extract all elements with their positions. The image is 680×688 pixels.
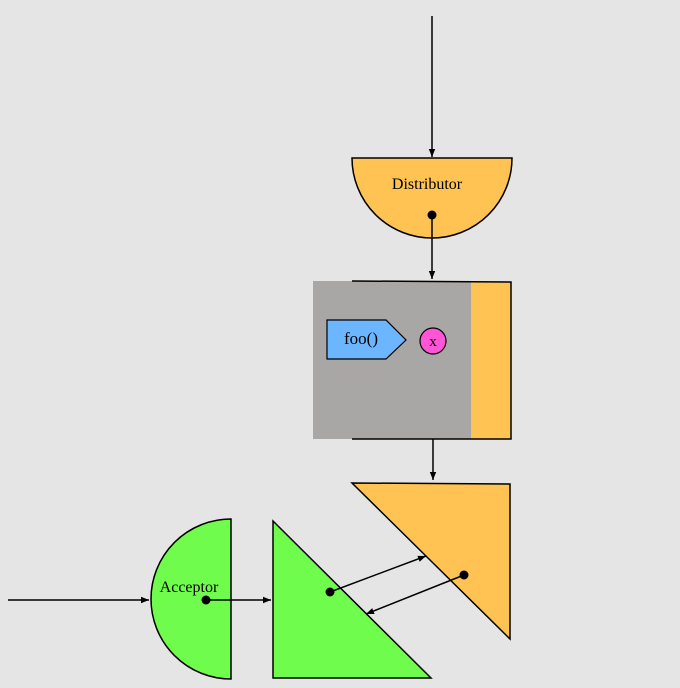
distributor-label: Distributor — [392, 176, 463, 193]
variable-node[interactable]: x — [419, 327, 447, 355]
variable-node-label: x — [429, 334, 437, 350]
function-tag-label: foo() — [344, 329, 378, 348]
orange-triangle-node[interactable] — [350, 482, 511, 641]
green-triangle-node[interactable] — [272, 519, 433, 679]
block-gray-body[interactable] — [313, 281, 471, 439]
function-tag-shape[interactable] — [326, 319, 407, 360]
block-orange-panel — [470, 282, 511, 439]
green-to-orange-link — [329, 555, 427, 593]
orange-to-green-link — [365, 574, 465, 615]
block-outline — [351, 280, 512, 440]
orange-triangle-shape[interactable] — [350, 482, 511, 641]
distributor-shape[interactable] — [351, 157, 513, 239]
distributor-node[interactable]: Distributor — [351, 157, 513, 239]
acceptor-node[interactable]: Acceptor — [150, 518, 232, 680]
function-block[interactable]: foo() x — [313, 280, 512, 440]
acceptor-label: Acceptor — [160, 579, 219, 596]
function-tag[interactable]: foo() — [326, 319, 407, 360]
green-triangle-shape[interactable] — [272, 519, 433, 679]
acceptor-shape[interactable] — [150, 518, 232, 680]
variable-node-circle[interactable] — [419, 327, 447, 355]
